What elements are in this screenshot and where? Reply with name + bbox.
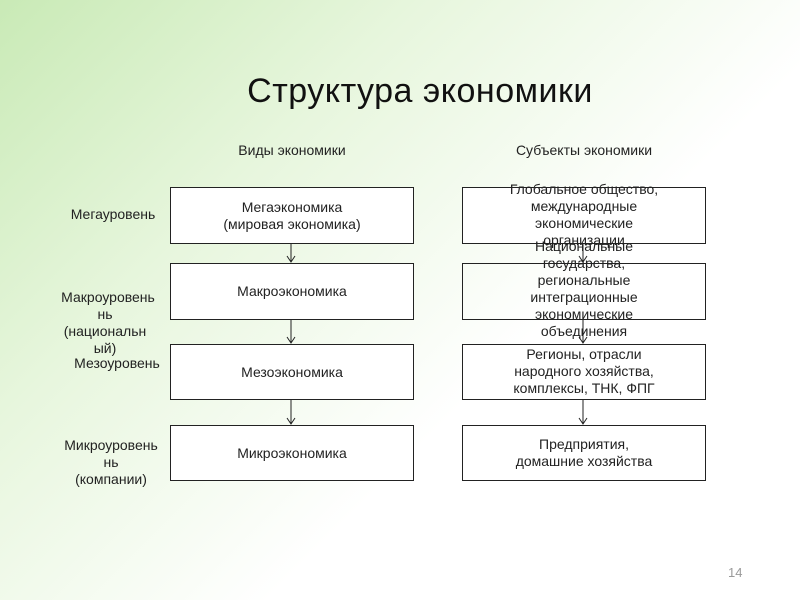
box-text-line: экономические — [535, 215, 633, 231]
connector-arrow-left-1 — [286, 244, 296, 263]
level-label-line: Микроуровень — [64, 437, 158, 453]
level-label-line: (национальн — [63, 323, 147, 339]
level-label-line: Мезоуровень — [74, 355, 160, 371]
level-label-meso: Мезоуровень — [52, 355, 182, 372]
level-label-line: Макроуровень — [61, 289, 155, 305]
box-text-line: Предприятия, — [539, 436, 629, 452]
slide-title: Структура экономики — [247, 72, 593, 110]
economy-type-box-meso: Мезоэкономика — [170, 344, 414, 400]
level-label-line: (компании) — [75, 471, 147, 487]
box-text-line: домашние хозяйства — [515, 453, 653, 469]
box-text-line: интеграционные — [530, 289, 638, 305]
subject-box-enterprises: Предприятия, домашние хозяйства — [462, 425, 706, 481]
box-text-line: экономические — [535, 306, 633, 322]
subject-box-regions: Регионы, отрасли народного хозяйства, ко… — [462, 344, 706, 400]
level-label-line: нь — [103, 454, 119, 470]
box-text-line: Регионы, отрасли — [526, 346, 642, 362]
box-text-line: Макроэкономика — [237, 283, 347, 299]
box-text-line: международные — [530, 198, 638, 214]
box-text-line: организации — [543, 232, 625, 248]
box-text-line: Мезоэкономика — [241, 363, 343, 380]
level-label-macro: Макроуровень нь (национальн ый) — [40, 289, 170, 357]
right-column-header: Субъекты экономики — [515, 142, 653, 158]
connector-arrow-left-3 — [286, 400, 296, 425]
economy-type-box-mega: Мегаэкономика (мировая экономика) — [170, 187, 414, 244]
box-text-line: Глобальное общество, — [509, 181, 659, 197]
level-label-mega: Мегауровень — [48, 206, 178, 223]
box-text-line: (мировая экономика) — [223, 215, 361, 232]
box-text-line: региональные — [537, 272, 631, 288]
subject-box-national: Национальные государства, региональные и… — [462, 238, 706, 339]
economy-type-box-micro: Микроэкономика — [170, 425, 414, 481]
box-text-line: Национальные — [534, 238, 634, 254]
connector-arrow-right-3 — [578, 400, 588, 425]
page-number: 14 — [728, 565, 743, 580]
connector-arrow-right-1 — [578, 244, 588, 263]
economy-type-box-macro: Макроэкономика — [170, 263, 414, 320]
box-text-line: Мегаэкономика — [241, 198, 343, 215]
connector-arrow-left-2 — [286, 320, 296, 344]
level-label-micro: Микроуровень нь (компании) — [46, 437, 176, 488]
subject-box-global: Глобальное общество, международные эконо… — [462, 181, 706, 248]
box-text-line: комплексы, ТНК, ФПГ — [513, 380, 655, 396]
box-text-line: государства, — [542, 255, 626, 271]
left-column-header: Виды экономики — [238, 142, 346, 158]
level-label-line: Мегауровень — [70, 206, 156, 222]
box-text-line: объединения — [540, 323, 628, 339]
level-label-line: нь — [97, 306, 113, 322]
box-text-line: Микроэкономика — [237, 444, 347, 461]
box-text-line: народного хозяйства, — [514, 363, 654, 379]
connector-arrow-right-2 — [578, 320, 588, 344]
level-label-line: ый) — [93, 340, 117, 356]
